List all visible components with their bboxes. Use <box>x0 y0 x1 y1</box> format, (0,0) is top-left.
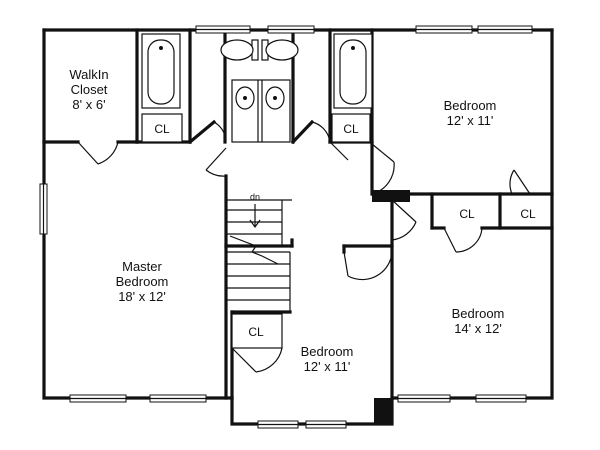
closet-box <box>141 113 183 143</box>
bathtub-east <box>333 33 373 109</box>
door-s-bedroom <box>343 245 393 281</box>
room-label-bedroom-ne: Bedroom 12' x 11' <box>444 98 497 128</box>
closet-label: CL <box>459 207 475 221</box>
wall-block-north <box>372 190 410 202</box>
door-hall-closet <box>231 347 283 373</box>
arrow-down-icon <box>249 219 261 229</box>
room-name: Bedroom <box>301 344 354 359</box>
toilet-right <box>261 39 299 61</box>
room-size: 14' x 12' <box>454 321 502 336</box>
closet-label: CL <box>520 207 536 221</box>
door-closet-e2 <box>509 169 531 195</box>
room-label-bedroom-s: Bedroom 12' x 11' <box>301 344 354 374</box>
room-name: Master <box>122 259 162 274</box>
room-name: Bedroom <box>116 274 169 289</box>
closet-label: CL <box>248 325 264 339</box>
room-label-bedroom-e: Bedroom 14' x 12' <box>452 306 505 336</box>
room-size: 18' x 12' <box>118 289 166 304</box>
closet-box <box>231 313 283 349</box>
door-master-bedroom <box>205 147 227 177</box>
room-name: Bedroom <box>444 98 497 113</box>
wall-block-south <box>374 398 392 424</box>
door-east-bath <box>290 119 331 145</box>
windows <box>39 25 533 429</box>
door-closet-e1 <box>443 227 483 253</box>
stair-direction-label: dn <box>250 192 260 202</box>
stair-break-line <box>229 235 279 265</box>
room-size: 12' x 11' <box>447 113 494 128</box>
staircase: dn <box>226 192 292 312</box>
room-name: Bedroom <box>452 306 505 321</box>
vanity <box>231 79 291 143</box>
room-label-master-bedroom: Master Bedroom 18' x 12' <box>116 259 169 304</box>
door-ne-bedroom <box>371 143 395 195</box>
doors <box>77 119 531 373</box>
door-walkin-closet <box>77 141 119 165</box>
room-name: WalkIn <box>69 67 108 82</box>
interior-walls <box>42 28 554 400</box>
door-west-bath <box>187 119 227 145</box>
closet-box <box>331 113 371 143</box>
exterior-walls <box>42 28 554 426</box>
door-e-bedroom <box>391 199 417 241</box>
toilet-left <box>220 39 259 61</box>
room-label-walkin-closet: WalkIn Closet 8' x 6' <box>69 67 108 112</box>
bathtub-west <box>141 33 181 109</box>
closet-label: CL <box>343 122 359 136</box>
room-name: Closet <box>71 82 108 97</box>
room-size: 8' x 6' <box>72 97 105 112</box>
door-hall-upper <box>329 141 349 161</box>
closet-label: CL <box>154 122 170 136</box>
room-size: 12' x 11' <box>304 359 351 374</box>
